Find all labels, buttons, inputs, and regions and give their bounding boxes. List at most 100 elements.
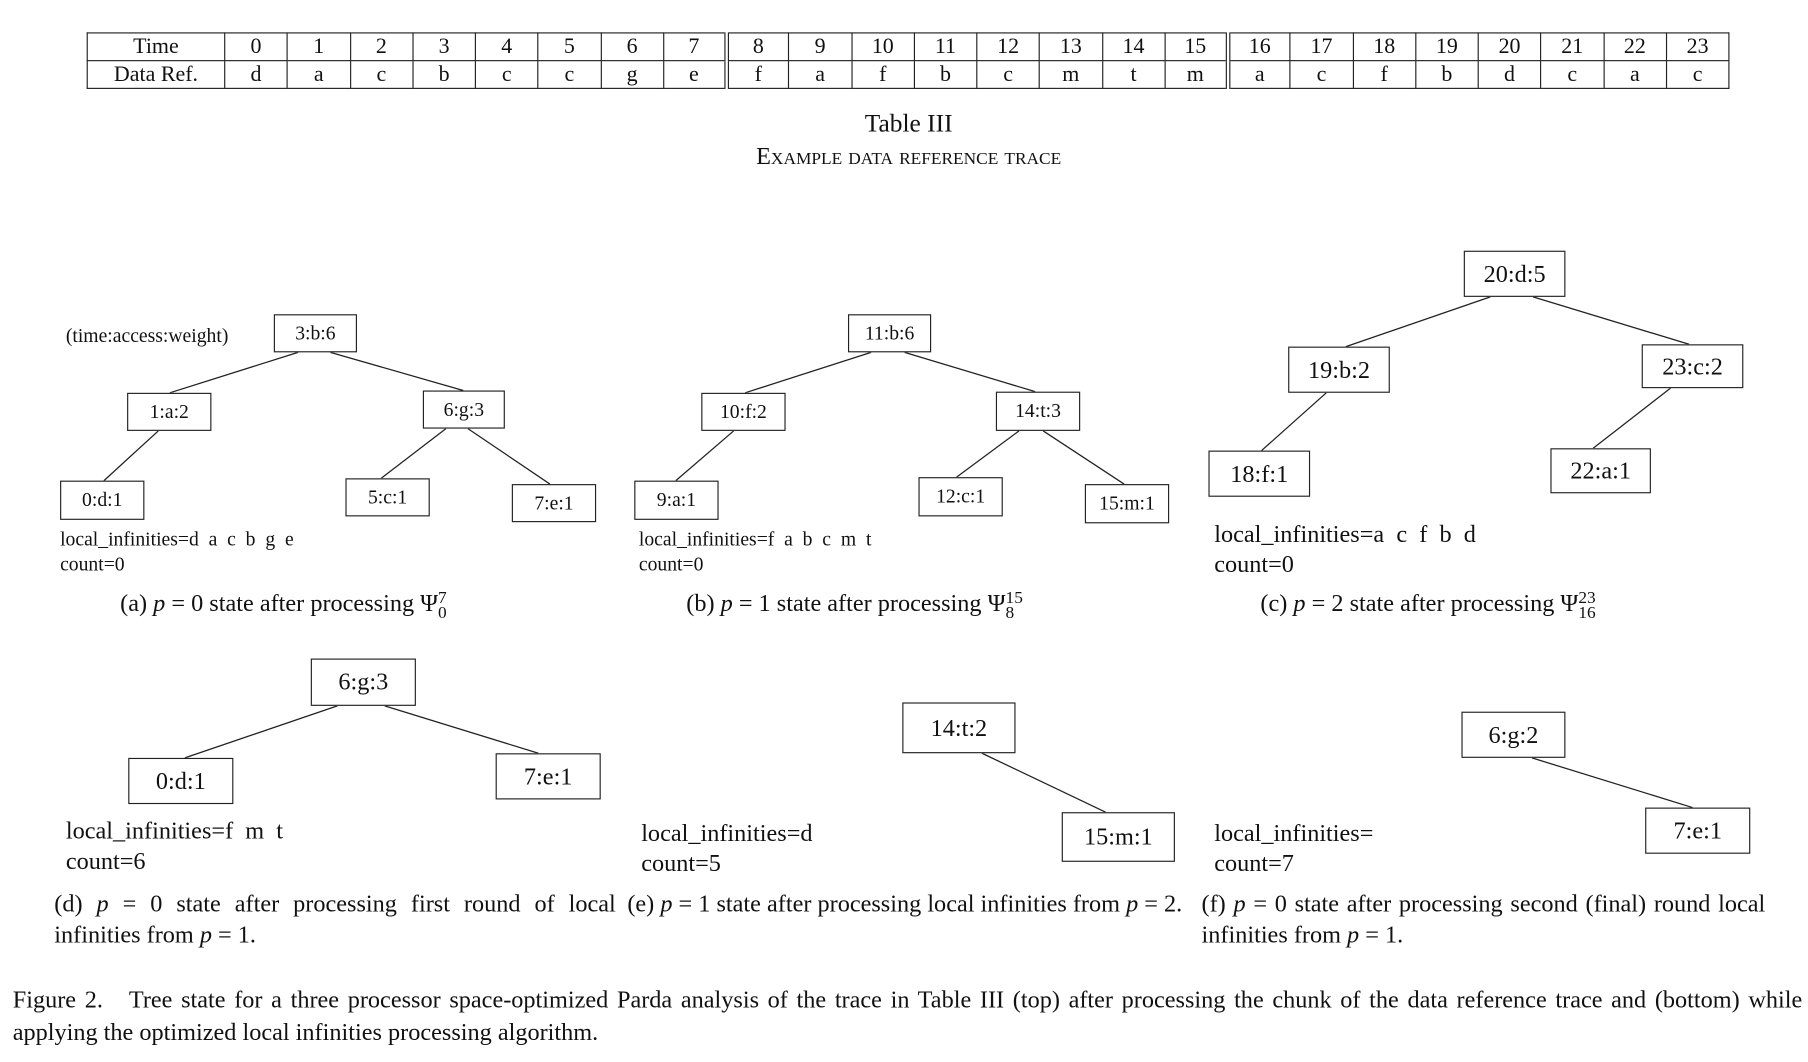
caption-var: p xyxy=(153,589,166,617)
caption-superscript: 15 xyxy=(1005,589,1023,608)
tree-node: 3:b:6 xyxy=(273,314,357,353)
tree-node: 6:g:3 xyxy=(422,390,505,429)
tree-edge xyxy=(1345,296,1491,348)
tree-edge xyxy=(169,351,299,394)
data-ref-cell: f xyxy=(725,60,790,89)
tree-edge xyxy=(330,351,464,392)
tree-edge xyxy=(1261,392,1327,452)
tree-node: 18:f:1 xyxy=(1208,450,1311,497)
time-cell: 21 xyxy=(1540,32,1605,62)
caption-var: p xyxy=(96,889,109,918)
local-infinities: local_infinities=f m t xyxy=(65,816,284,845)
time-cell: 14 xyxy=(1101,32,1166,62)
tree-edge xyxy=(981,752,1106,813)
caption-text: = 0 state after processing first round o… xyxy=(54,889,616,949)
caption-text-end: = 1. xyxy=(1365,920,1404,949)
caption-label: (c) xyxy=(1260,589,1288,617)
tree-node: 1:a:2 xyxy=(127,392,212,431)
row-header: Time xyxy=(86,32,226,62)
local-infinities: local_infinities= xyxy=(1214,819,1374,847)
caption-text: = 2 state after processing xyxy=(1311,589,1555,617)
figure-caption: Figure 2. Tree state for a three process… xyxy=(13,983,1803,1048)
caption-label: (a) xyxy=(120,589,148,617)
tree-node: 0:d:1 xyxy=(128,757,234,805)
tree-node: 22:a:1 xyxy=(1550,448,1651,494)
count: count=0 xyxy=(638,553,704,576)
tree-edge xyxy=(1531,757,1693,809)
time-cell: 0 xyxy=(224,32,288,62)
tree-edge xyxy=(744,351,872,394)
time-cell: 4 xyxy=(474,32,539,62)
table-caption-subtitle: Example data reference trace xyxy=(756,142,1062,170)
psi-symbol: Ψ xyxy=(987,589,1006,617)
tree-edge xyxy=(1042,430,1125,485)
tree-edge xyxy=(904,351,1036,393)
time-cell: 5 xyxy=(537,32,602,62)
data-ref-cell: d xyxy=(1477,60,1542,89)
psi-symbol: Ψ xyxy=(1560,589,1579,617)
caption-superscript: 23 xyxy=(1578,589,1596,608)
count: count=0 xyxy=(1214,549,1294,578)
tree-node: 7:e:1 xyxy=(1645,807,1751,854)
caption-text: = 1 state after processing xyxy=(738,589,982,617)
data-ref-cell: t xyxy=(1101,60,1166,89)
tree-edge xyxy=(1532,296,1690,345)
caption-var: p xyxy=(660,889,673,918)
caption-subscript: 8 xyxy=(1005,604,1015,623)
caption-subscript: 16 xyxy=(1578,604,1596,623)
time-cell: 11 xyxy=(913,32,978,62)
caption-superscript: 7 xyxy=(438,589,447,608)
node-legend: (time:access:weight) xyxy=(65,324,229,347)
data-ref-cell: c xyxy=(1289,60,1354,89)
caption-label: (b) xyxy=(686,589,715,617)
caption-var: p xyxy=(1233,889,1246,918)
caption-subscript: 0 xyxy=(438,604,447,623)
data-ref-cell: g xyxy=(600,60,665,89)
tree-edge xyxy=(956,430,1020,478)
psi-symbol: Ψ xyxy=(420,589,439,617)
tree-node: 10:f:2 xyxy=(701,392,786,431)
tree-node: 15:m:1 xyxy=(1061,812,1175,862)
tree-node: 7:e:1 xyxy=(495,753,601,800)
tree-node: 14:t:2 xyxy=(902,702,1016,754)
time-cell: 9 xyxy=(788,32,853,62)
count: count=0 xyxy=(60,553,125,576)
time-cell: 15 xyxy=(1164,32,1230,62)
caption-var: p xyxy=(1293,589,1306,617)
figure-caption-text: Tree state for a three processor space-o… xyxy=(12,985,1803,1046)
time-cell: 17 xyxy=(1289,32,1354,62)
data-ref-cell: m xyxy=(1038,60,1103,89)
subfigure-caption: (f) p = 0 state after processing second … xyxy=(1202,888,1766,950)
tree-edge xyxy=(467,428,551,485)
tree-node: 0:d:1 xyxy=(60,480,145,520)
count: count=5 xyxy=(641,849,721,877)
data-ref-cell: c xyxy=(1665,60,1730,89)
tree-edge xyxy=(380,428,447,479)
time-cell: 6 xyxy=(600,32,665,62)
tree-node: 5:c:1 xyxy=(345,478,430,517)
data-ref-cell: b xyxy=(913,60,978,89)
count: count=7 xyxy=(1214,849,1294,877)
table-caption-title: Table III xyxy=(864,108,953,138)
figure-label: Figure 2. xyxy=(12,985,103,1014)
caption-text: = 0 state after processing xyxy=(171,589,415,617)
time-cell: 10 xyxy=(850,32,915,62)
caption-text-end: = 1. xyxy=(218,920,256,949)
tree-node: 11:b:6 xyxy=(847,314,932,353)
data-ref-cell: a xyxy=(286,60,351,89)
local-infinities: local_infinities=d xyxy=(641,819,813,847)
tree-node: 12:c:1 xyxy=(918,477,1003,517)
tree-edge xyxy=(675,430,735,482)
tree-edge xyxy=(1592,387,1671,449)
tree-node: 20:d:5 xyxy=(1463,250,1566,297)
local-infinities-info: local_infinities=count=7 xyxy=(1214,818,1373,878)
time-cell: 20 xyxy=(1477,32,1542,62)
